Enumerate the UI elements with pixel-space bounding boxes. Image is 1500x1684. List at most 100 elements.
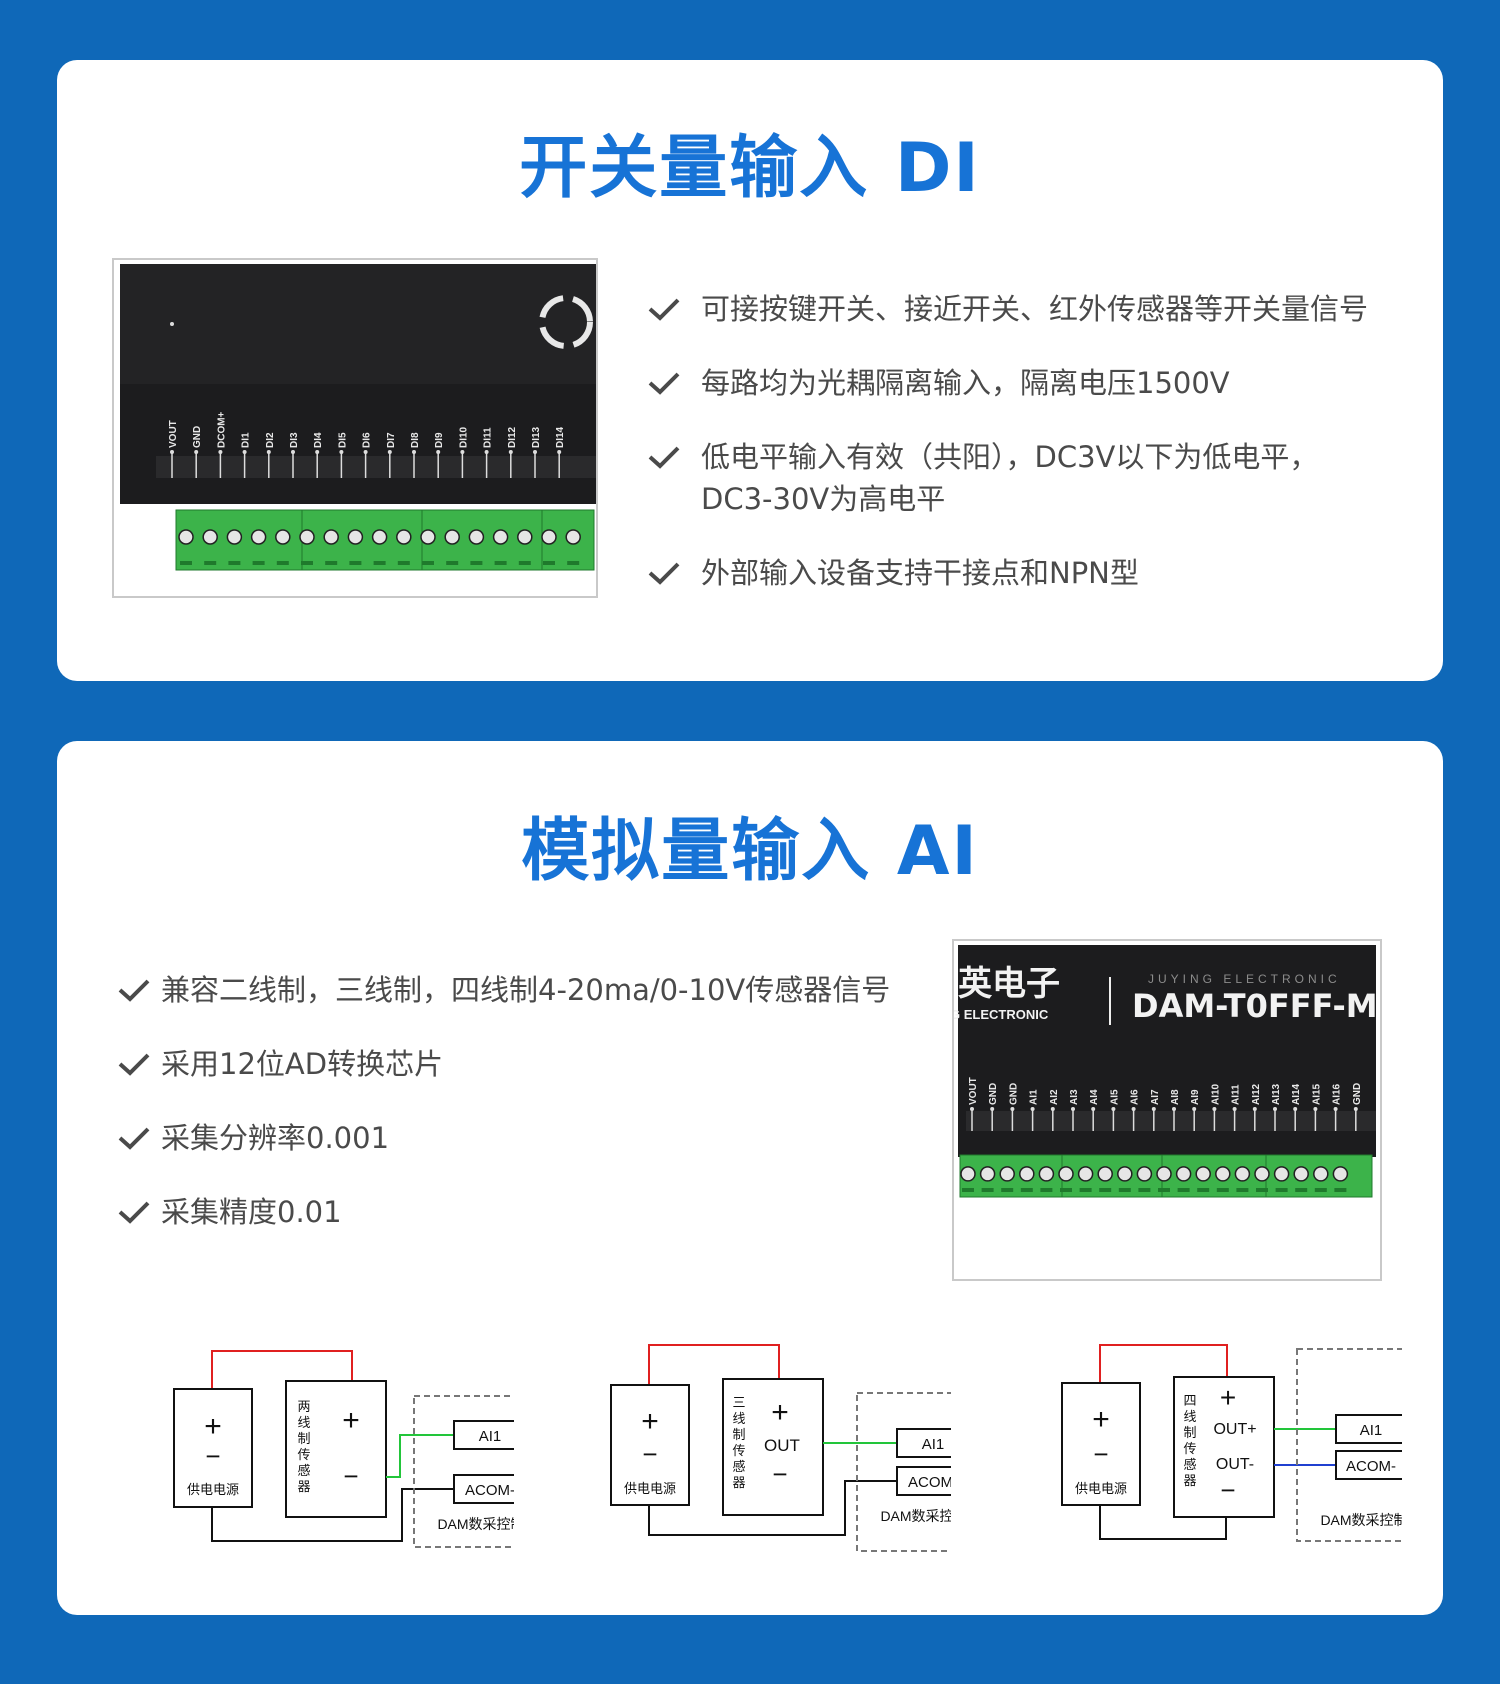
terminal-slot: [325, 561, 338, 565]
four-wire-diagram: + − 供电电源 四 线 制 传 感 器 + OUT+ OUT- − AI1 A…: [1061, 1344, 1402, 1542]
sensor-minus-sign: −: [1220, 1475, 1235, 1505]
terminal-label: DI14: [555, 426, 566, 448]
sensor-plus-sign: +: [1220, 1382, 1236, 1413]
terminal-screw: [1234, 1166, 1251, 1182]
terminal-screw: [541, 529, 557, 545]
terminal-slot: [422, 561, 434, 565]
terminal-pin-dot: [557, 450, 562, 454]
terminal-pin-dot: [1333, 1107, 1338, 1111]
terminal-screw: [1038, 1166, 1055, 1182]
terminal-slot: [1118, 1188, 1131, 1192]
sensor-out-label: OUT: [764, 1436, 800, 1455]
terminal-label: GND: [988, 1083, 999, 1105]
terminal-label: AI5: [1109, 1089, 1120, 1105]
sensor-name-char: 感: [1183, 1457, 1196, 1472]
terminal-label: DI6: [362, 432, 373, 448]
terminal-slot: [1295, 1188, 1308, 1192]
terminal-label: GND: [1008, 1083, 1019, 1105]
power-supply-label: 供电电源: [624, 1481, 676, 1496]
terminal-pin-dot: [339, 450, 344, 454]
terminal-screw: [396, 529, 412, 545]
terminal-label: DCOM+: [216, 411, 227, 448]
sensor-out-plus-label: OUT+: [1213, 1421, 1256, 1438]
terminal-label: AI13: [1271, 1083, 1282, 1105]
terminal-screw: [202, 529, 218, 545]
terminal-pin-dot: [266, 450, 271, 454]
terminal-slot: [1216, 1188, 1229, 1192]
terminal-label: AI12: [1251, 1083, 1262, 1105]
ai-feature-item: 采集分辨率0.001: [115, 1117, 915, 1159]
sensor-minus-sign: −: [343, 1461, 358, 1491]
ai-brand-en: G ELECTRONIC: [954, 1007, 1049, 1022]
terminal-slot: [1177, 1188, 1190, 1192]
terminal-slot: [228, 561, 241, 565]
ai-card: 模拟量输入 AI 兼容二线制，三线制，四线制4-20ma/0-10V传感器信号 …: [57, 741, 1443, 1615]
ai-model: DAM-T0FFF-M: [1132, 987, 1378, 1025]
sensor-plus-sign: +: [342, 1404, 360, 1437]
terminal-screw: [226, 529, 243, 545]
terminal-slot: [543, 561, 555, 565]
power-plus-sign: +: [641, 1405, 659, 1438]
sensor-name-char: 器: [1183, 1473, 1196, 1488]
terminal-slot: [1020, 1188, 1033, 1192]
terminal-pin-dot: [1273, 1107, 1277, 1111]
terminal-label: DI9: [434, 432, 445, 448]
terminal-pin-dot: [1111, 1107, 1116, 1111]
terminal-screw: [178, 529, 194, 545]
sensor-name-char: 传: [297, 1447, 310, 1462]
sensor-minus-sign: −: [772, 1459, 787, 1489]
sensor-name-char: 制: [732, 1427, 745, 1442]
power-supply-label: 供电电源: [187, 1482, 239, 1497]
check-icon: [648, 372, 680, 395]
terminal-pin-dot: [508, 450, 513, 454]
ai1-terminal-label: AI1: [922, 1436, 945, 1453]
terminal-label: AI15: [1311, 1083, 1322, 1105]
three-wire-diagram: + − 供电电源 三 线 制 传 感 器 + OUT − AI1 ACOM- D…: [610, 1344, 951, 1552]
terminal-pin-dot: [1313, 1107, 1318, 1111]
terminal-pin-dot: [1212, 1107, 1217, 1111]
terminal-screw: [1215, 1166, 1231, 1182]
terminal-pin-dot: [1293, 1107, 1298, 1111]
terminal-pin-dot: [533, 450, 537, 454]
terminal-pin-dot: [387, 450, 392, 454]
ai-feature-text: 采用12位AD转换芯片: [161, 1047, 444, 1081]
terminal-slot: [1060, 1188, 1072, 1192]
terminal-slot: [1138, 1188, 1151, 1192]
di-feature-list: 可接按键开关、接近开关、红外传感器等开关量信号 每路均为光耦隔离输入，隔离电压1…: [645, 288, 1405, 626]
sensor-out-minus-label: OUT-: [1216, 1456, 1254, 1473]
acom-terminal-label: ACOM-: [465, 1482, 514, 1499]
terminal-pin-dot: [291, 450, 295, 454]
terminal-slot: [1256, 1188, 1268, 1192]
terminal-label: GND: [1352, 1083, 1363, 1105]
terminal-screw: [565, 529, 581, 545]
terminal-screw: [299, 529, 315, 545]
terminal-pin-dot: [218, 450, 223, 454]
terminal-screw: [999, 1166, 1015, 1182]
terminal-label: AI9: [1190, 1089, 1201, 1105]
ai-module-image: 英电子 G ELECTRONIC JUYING ELECTRONIC DAM-T…: [954, 941, 1380, 1279]
terminal-screw: [979, 1166, 996, 1182]
ai-feature-text: 采集精度0.01: [161, 1195, 342, 1229]
terminal-slot: [1040, 1188, 1053, 1192]
terminal-pin-dot: [1192, 1107, 1197, 1111]
power-supply-label: 供电电源: [1075, 1481, 1127, 1496]
terminal-pin-dot: [1353, 1107, 1358, 1111]
sensor-name-char: 线: [297, 1415, 310, 1430]
two-wire-diagram: + − 供电电源 两 线 制 传 感 器 + − AI1 ACOM- DAM数采…: [173, 1350, 514, 1548]
terminal-screw: [1332, 1166, 1349, 1182]
ai-module-photo: 英电子 G ELECTRONIC JUYING ELECTRONIC DAM-T…: [952, 939, 1382, 1281]
terminal-pin-dot: [1172, 1107, 1176, 1111]
terminal-label: AI16: [1332, 1083, 1343, 1105]
terminal-screw: [347, 529, 364, 545]
ai-feature-list: 兼容二线制，三线制，四线制4-20ma/0-10V传感器信号 采用12位AD转换…: [115, 969, 915, 1265]
terminal-screw: [1175, 1166, 1192, 1182]
terminal-pin-dot: [460, 450, 465, 454]
terminal-screw: [1117, 1166, 1133, 1182]
terminal-label: DI1: [241, 432, 252, 448]
terminal-label: DI5: [337, 432, 348, 448]
ai-feature-item: 采用12位AD转换芯片: [115, 1043, 915, 1085]
check-icon: [118, 1053, 150, 1076]
ai-feature-text: 采集分辨率0.001: [161, 1121, 390, 1155]
